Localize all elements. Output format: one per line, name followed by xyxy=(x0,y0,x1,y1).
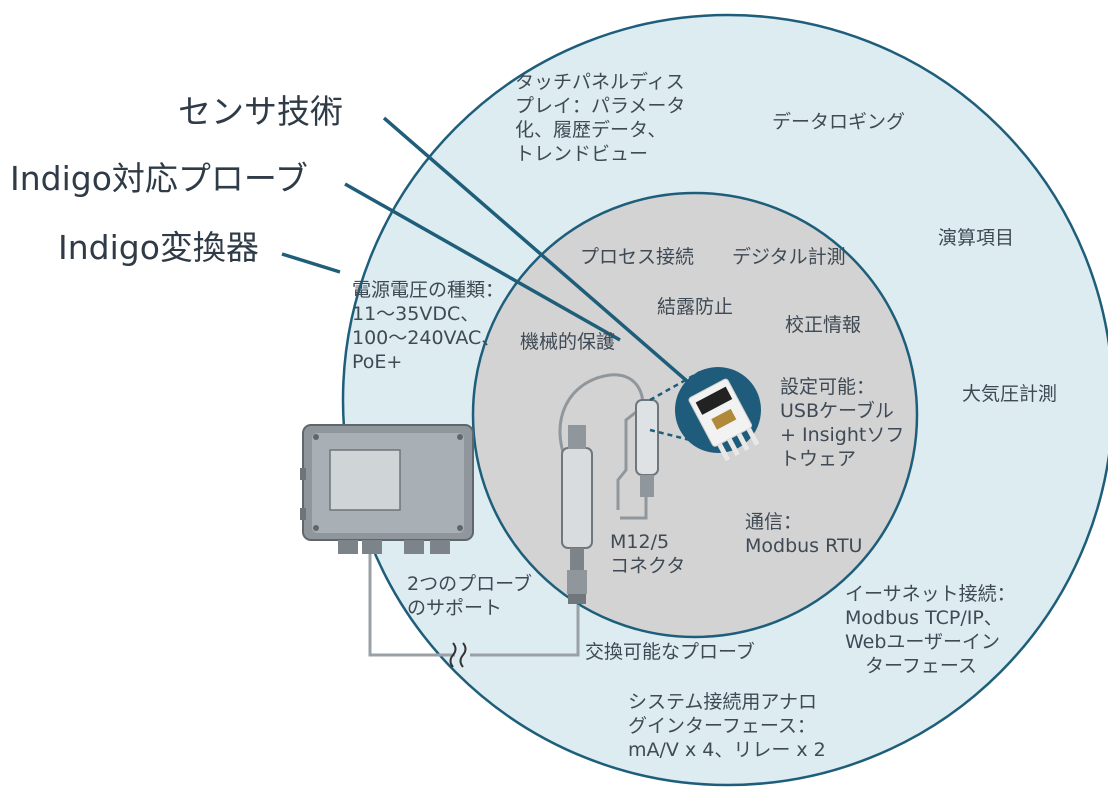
label-calibration: 校正情報 xyxy=(785,314,862,336)
cable-2 xyxy=(470,605,580,657)
label-mechanical: 機械的保護 xyxy=(520,331,616,353)
label-touch-panel: タッチパネルディス プレイ：パラメータ 化、履歴データ、 トレンドビュー xyxy=(515,71,686,165)
label-calc-items: 演算項目 xyxy=(938,227,1015,249)
cable-break-icon xyxy=(449,642,467,668)
transmitter-device-icon xyxy=(300,424,474,554)
label-condensation: 結露防止 xyxy=(657,296,734,318)
label-baro-pressure: 大気圧計測 xyxy=(962,383,1058,405)
label-configurable: 設定可能： USBケーブル + Insightソフ トウェア xyxy=(780,376,905,470)
callout-probe: Indigo対応プローブ xyxy=(10,159,308,198)
callout-transmitter: Indigo変換器 xyxy=(58,228,259,267)
cable xyxy=(368,545,455,657)
probe-icon xyxy=(558,373,659,604)
label-interchangeable: 交換可能なプローブ xyxy=(585,641,755,663)
sensor-chip-icon xyxy=(675,367,761,462)
label-connector: M12/5 コネクタ xyxy=(610,531,686,577)
callout-line-probe xyxy=(344,182,621,342)
label-data-logging: データロギング xyxy=(772,111,906,133)
callout-line-sensor xyxy=(382,116,690,384)
label-two-probes: 2つのプローブ のサポート xyxy=(407,573,532,619)
label-ethernet: イーサネット接続： Modbus TCP/IP、 Webユーザーイン ターフェー… xyxy=(845,583,1016,677)
label-communication: 通信： Modbus RTU xyxy=(745,511,863,557)
label-digital-meas: デジタル計測 xyxy=(732,246,846,268)
label-process-conn: プロセス接続 xyxy=(580,246,695,268)
label-analog: システム接続用アナロ グインターフェース： mA/V x 4、リレー x 2 xyxy=(628,691,826,761)
callout-line-transmitter xyxy=(281,252,341,274)
label-supply-voltage: 電源電圧の種類： 11～35VDC、 100～240VAC、 PoE+ xyxy=(352,279,505,373)
callout-sensor-tech: センサ技術 xyxy=(178,92,343,131)
